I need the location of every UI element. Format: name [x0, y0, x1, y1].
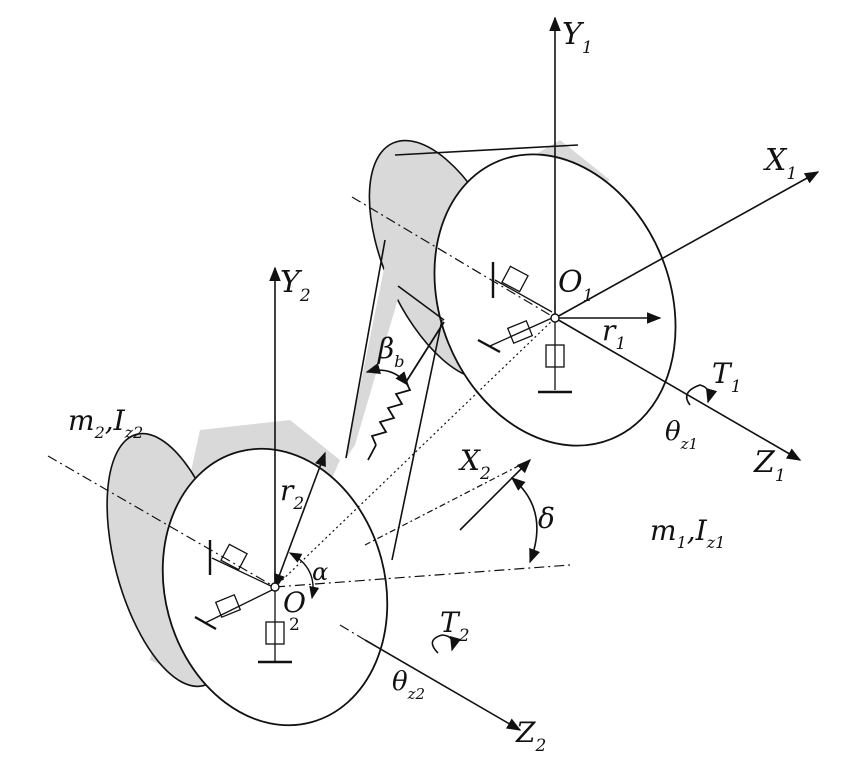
o1-center	[550, 313, 560, 323]
mesh-band	[345, 215, 445, 561]
label-r1: r1	[602, 314, 626, 354]
gear-1-supports	[477, 262, 572, 394]
gear-2-supports	[194, 540, 292, 664]
r2-radius	[274, 451, 326, 589]
label-o2-sub: 2	[289, 615, 300, 635]
label-m2-iz2: m2,Iz2	[68, 404, 143, 442]
label-z1: Z1	[753, 445, 786, 486]
label-m1-iz1: m1,Iz1	[650, 514, 725, 552]
o2-center	[270, 582, 280, 592]
axes-2	[269, 266, 532, 731]
alpha-arc	[288, 552, 320, 600]
z1-axis	[554, 317, 802, 461]
label-theta-z2: θz2	[392, 667, 425, 703]
gear-2	[106, 420, 389, 727]
label-o1: O1	[558, 265, 593, 306]
gear-1-top-tangent	[394, 144, 579, 156]
label-t1: T1	[712, 357, 742, 397]
z2-axis	[364, 639, 522, 731]
label-y2: Y2	[280, 265, 311, 306]
x2-axis	[459, 458, 532, 531]
axes-1	[549, 16, 820, 461]
label-x2: X2	[458, 444, 491, 484]
label-o2: O	[283, 586, 306, 619]
label-z2: Z2	[515, 716, 546, 756]
label-alpha: α	[312, 558, 328, 586]
mesh-spring	[367, 321, 445, 461]
t2-torque-arrow	[431, 634, 462, 654]
label-t2: T2	[440, 606, 470, 646]
label-beta-b: βb	[377, 332, 404, 371]
label-y1: Y1	[562, 17, 593, 58]
t1-torque-arrow	[685, 384, 718, 406]
label-delta: δ	[538, 502, 555, 535]
delta-arc	[510, 477, 541, 564]
x1-axis	[554, 171, 820, 319]
beta-arc	[365, 362, 409, 387]
label-r2: r2	[280, 474, 304, 514]
label-theta-z1: θz1	[665, 417, 698, 453]
label-x1: X1	[763, 143, 797, 184]
